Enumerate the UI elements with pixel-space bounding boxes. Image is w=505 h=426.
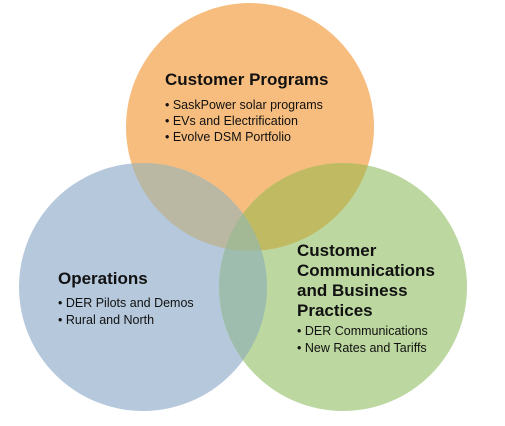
customer-communications-title: Practices <box>297 301 373 320</box>
customer-programs-item: • Evolve DSM Portfolio <box>165 130 291 144</box>
overlap-programs-communications <box>219 163 374 251</box>
operations-item: • Rural and North <box>58 313 154 327</box>
operations-label-group: Operations • DER Pilots and Demos • Rura… <box>58 269 194 327</box>
customer-programs-label-group: Customer Programs • SaskPower solar prog… <box>165 70 328 144</box>
operations-item: • DER Pilots and Demos <box>58 296 194 310</box>
customer-communications-title: Customer <box>297 241 377 260</box>
customer-communications-title: and Business <box>297 281 408 300</box>
customer-communications-label-group: Customer Communications and Business Pra… <box>297 241 435 355</box>
customer-programs-item: • SaskPower solar programs <box>165 98 323 112</box>
customer-programs-item: • EVs and Electrification <box>165 114 298 128</box>
overlap-programs-operations <box>126 163 267 251</box>
customer-communications-title: Communications <box>297 261 435 280</box>
operations-title: Operations <box>58 269 148 288</box>
customer-programs-title: Customer Programs <box>165 70 328 89</box>
customer-communications-item: • DER Communications <box>297 324 428 338</box>
customer-communications-item: • New Rates and Tariffs <box>297 341 427 355</box>
